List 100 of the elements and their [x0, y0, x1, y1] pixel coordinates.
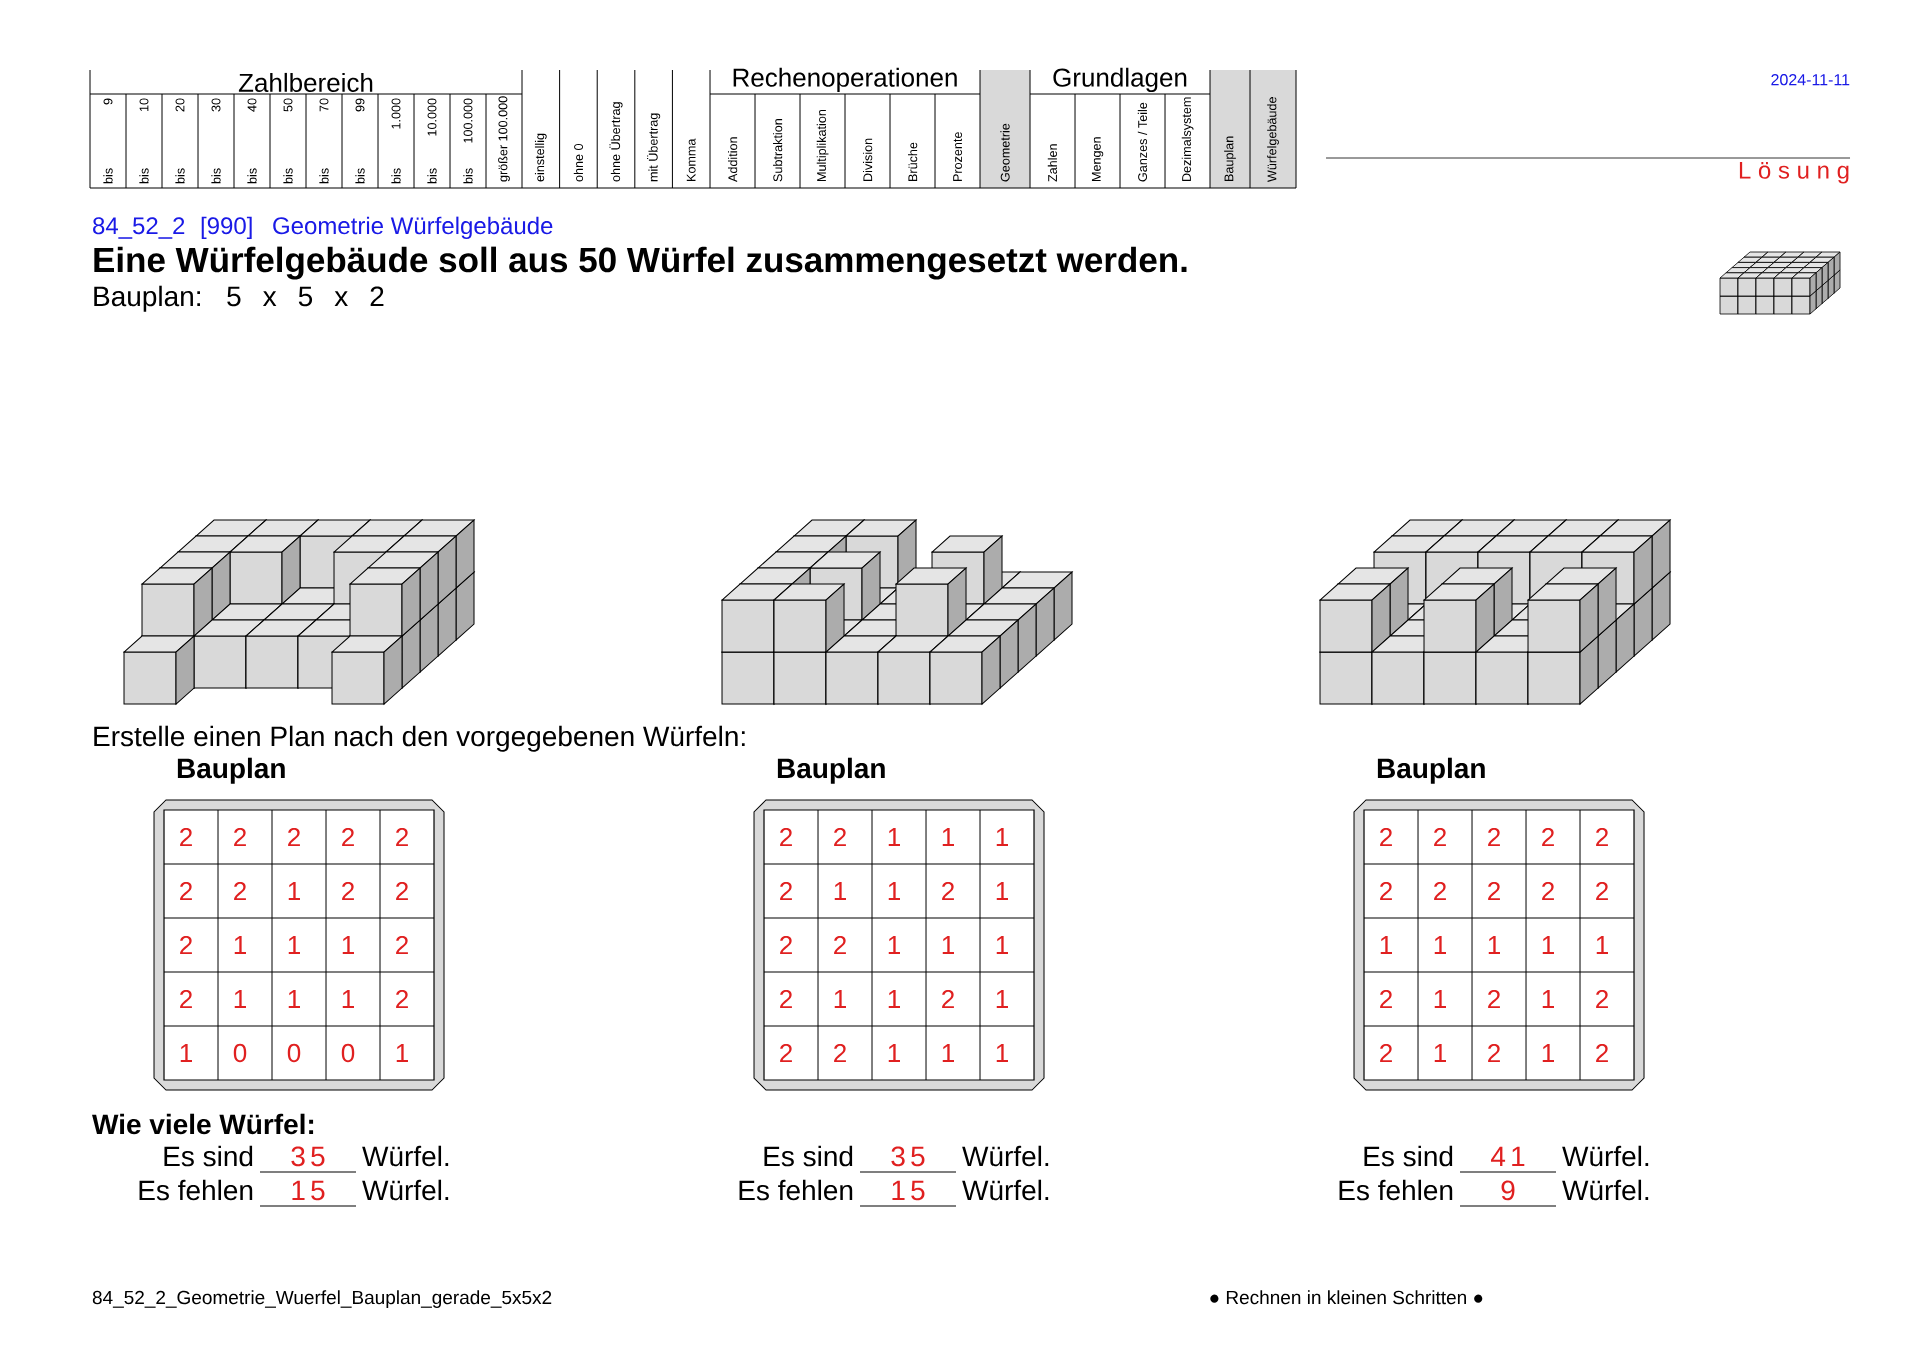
cell-number: 1 — [1434, 1044, 1446, 1062]
answer-text: Es fehlen — [139, 1179, 253, 1201]
worksheet-info: 84_52_2 — [93, 217, 185, 239]
cell-number: 2 — [942, 881, 954, 901]
cell-number: 1 — [888, 990, 900, 1008]
cell-number: 2 — [234, 827, 246, 847]
cell-number: 2 — [780, 935, 792, 955]
answer-blank: 41 — [1459, 1146, 1557, 1173]
cell-number: 2 — [342, 881, 354, 901]
cell-number: 1 — [942, 828, 954, 846]
question-heading: Wie viele Würfel: — [92, 1113, 314, 1135]
plan-heading: Bauplan — [777, 757, 885, 784]
cell-number: 2 — [288, 827, 300, 847]
date: 2024-11-11 — [1771, 74, 1850, 86]
cell-number: 2 — [780, 881, 792, 901]
group-heading: Rechenoperationen — [733, 67, 957, 92]
cell-number: 2 — [1488, 827, 1500, 847]
answer-text: Es sind — [764, 1145, 853, 1167]
instruction-text: Erstelle einen Plan nach den vorgegebenen Würfeln: — [94, 725, 745, 752]
cell-number: 1 — [1380, 936, 1392, 954]
cell-number: 1 — [942, 1044, 954, 1062]
cell-number: 1 — [342, 936, 354, 954]
cell-number: 2 — [234, 881, 246, 901]
cell-number: 2 — [1596, 881, 1608, 901]
task-text: Bauplan: 5 x 5 x 2 — [94, 285, 384, 312]
cell-number: 2 — [780, 989, 792, 1009]
answer-text: Würfel. — [362, 1145, 449, 1167]
solution-label: L ö s u n g — [1739, 162, 1849, 184]
file-name: 84_52_2_Geometrie_Wuerfel_Bauplan_gerade_5x5x2 — [92, 1290, 552, 1308]
cell-number: 1 — [1434, 990, 1446, 1008]
cell-number: 2 — [1488, 989, 1500, 1009]
answer-text: Es sind — [1364, 1145, 1453, 1167]
cell-number: 2 — [1434, 881, 1446, 901]
cell-number: 2 — [180, 881, 192, 901]
cell-number: 2 — [396, 989, 408, 1009]
cell-number: 2 — [180, 827, 192, 847]
cell-number: 1 — [1488, 936, 1500, 954]
cell-number: 2 — [780, 827, 792, 847]
cell-number: 2 — [1596, 827, 1608, 847]
cell-number: 2 — [1596, 989, 1608, 1009]
cell-number: 1 — [1542, 990, 1554, 1008]
cell-number: 1 — [180, 1044, 192, 1062]
answer-text: Würfel. — [1562, 1179, 1649, 1201]
cell-number: 2 — [942, 989, 954, 1009]
cell-number: 2 — [180, 935, 192, 955]
cell-number: 1 — [288, 990, 300, 1008]
answer-text: Es sind — [164, 1145, 253, 1167]
cell-number: 0 — [287, 1043, 301, 1063]
cell-number: 1 — [834, 882, 846, 900]
cell-number: 0 — [341, 1043, 355, 1063]
cell-number: 2 — [1434, 827, 1446, 847]
answer-text: Es fehlen — [1339, 1179, 1453, 1201]
plan-heading: Bauplan — [177, 757, 285, 784]
answer-blank: 35 — [859, 1146, 957, 1173]
cell-number: 1 — [1542, 1044, 1554, 1062]
group-heading: Grundlagen — [1053, 67, 1187, 92]
cell-number: 1 — [834, 990, 846, 1008]
cell-number: 1 — [888, 1044, 900, 1062]
cell-number: 2 — [1380, 1043, 1392, 1063]
title: Eine Würfelgebäude soll aus 50 Würfel zusammengesetzt werden. — [94, 246, 1187, 280]
cell-number: 1 — [288, 936, 300, 954]
cell-number: 2 — [342, 827, 354, 847]
cell-number: 1 — [1596, 936, 1608, 954]
cell-number: 1 — [288, 882, 300, 900]
answer-text: Würfel. — [962, 1179, 1049, 1201]
answer-text: Würfel. — [962, 1145, 1049, 1167]
answer-text: Würfel. — [362, 1179, 449, 1201]
worksheet-info: Geometrie Würfelgebäude — [273, 216, 553, 239]
cell-number: 1 — [996, 828, 1008, 846]
answer-text: Würfel. — [1562, 1145, 1649, 1167]
cell-number: 2 — [834, 935, 846, 955]
cell-number: 2 — [1488, 1043, 1500, 1063]
cell-number: 1 — [234, 990, 246, 1008]
cell-number: 1 — [888, 828, 900, 846]
cell-number: 1 — [888, 882, 900, 900]
cell-number: 1 — [996, 1044, 1008, 1062]
answer-blank: 15 — [259, 1180, 357, 1207]
cell-number: 2 — [1380, 827, 1392, 847]
answer-blank: 9 — [1459, 1180, 1557, 1207]
answer-blank: 35 — [259, 1146, 357, 1173]
group-heading: Zahlbereich — [238, 72, 373, 92]
answer-text: Es fehlen — [739, 1179, 853, 1201]
worksheet-info: [990] — [201, 216, 252, 239]
plan-heading: Bauplan — [1377, 757, 1485, 784]
cell-number: 2 — [1380, 881, 1392, 901]
cell-number: 2 — [834, 1043, 846, 1063]
cell-number: 2 — [834, 827, 846, 847]
cell-number: 2 — [396, 827, 408, 847]
cell-number: 1 — [942, 936, 954, 954]
cell-number: 2 — [1542, 881, 1554, 901]
cell-number: 2 — [396, 935, 408, 955]
cell-number: 2 — [1596, 1043, 1608, 1063]
cell-number: 1 — [996, 936, 1008, 954]
cell-number: 1 — [996, 882, 1008, 900]
cell-number: 2 — [1380, 989, 1392, 1009]
cell-number: 1 — [888, 936, 900, 954]
footer-slogan: ● Rechnen in kleinen Schritten ● — [1210, 1290, 1483, 1305]
cell-number: 2 — [1488, 881, 1500, 901]
cell-number: 1 — [1434, 936, 1446, 954]
cell-number: 1 — [342, 990, 354, 1008]
